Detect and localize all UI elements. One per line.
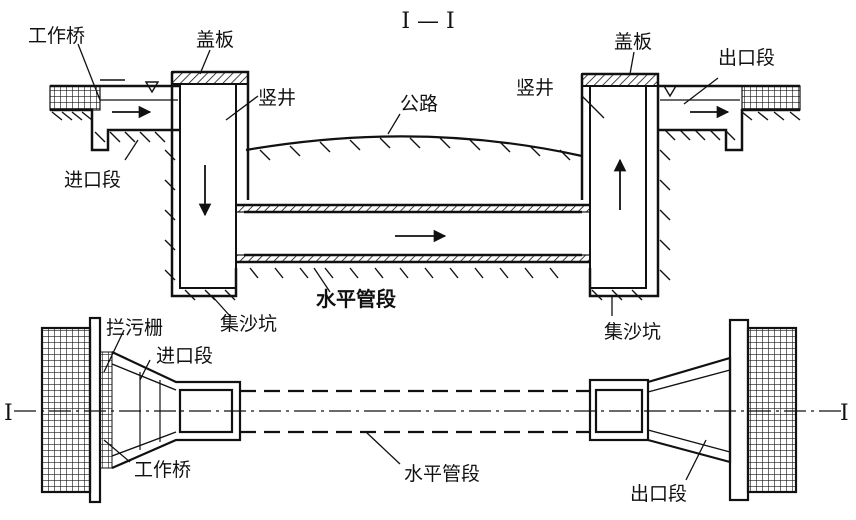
label-outlet-top: 出口段 [718,47,775,69]
plan-inlet-inner-walls [111,363,177,457]
label-horizontal-pipe-top: 水平管段 [316,287,396,311]
right-shaft-inner [589,85,647,289]
pipe-top-wall [235,204,591,213]
label-horizontal-pipe-plan: 水平管段 [404,463,480,485]
label-cover-plate-left: 盖板 [196,29,234,51]
plan-leader-lines [103,329,707,481]
label-inlet-top: 进口段 [64,169,121,191]
road-embankment [245,135,583,158]
plan-right-shaft-outer [588,378,650,442]
plan-outlet-grid-right [747,327,797,493]
section-view [49,43,801,317]
label-shaft-left: 竖井 [258,87,296,109]
left-cover-plate [171,71,249,85]
plan-outlet-wall [728,318,750,502]
left-shaft-inner [179,83,237,289]
plan-inlet-transition [111,351,242,470]
section-mark-right: I [840,401,849,426]
label-trash-rack: 拦污栅 [106,317,163,339]
section-title: I — I [401,9,454,34]
pipe-bottom-wall [235,254,591,263]
label-work-bridge-plan: 工作桥 [134,459,191,481]
plan-work-bridge [88,316,102,504]
plan-horizontal-pipe [240,389,590,434]
water-level-marker-left [144,81,160,94]
label-cover-plate-right: 盖板 [614,31,652,53]
label-road: 公路 [400,93,438,115]
right-cover-plate [581,73,659,87]
plan-outlet-inner-walls [647,369,731,453]
plan-inlet-grid-left [41,327,91,493]
outlet-grid-right [741,85,801,111]
label-outlet-plan: 出口段 [630,483,687,505]
label-inlet-plan: 进口段 [156,345,213,367]
plan-view [14,316,842,504]
section-leader-lines [77,43,719,317]
label-work-bridge-top: 工作桥 [28,25,85,47]
label-sand-pit-right: 集沙坑 [604,321,661,343]
water-level-marker-right [662,85,678,98]
section-mark-left: I [4,401,13,426]
horizontal-pipe [236,203,590,264]
label-sand-pit-left: 集沙坑 [220,313,277,335]
label-shaft-right: 竖井 [516,77,554,99]
plan-trash-rack [99,351,113,469]
inlet-grid-left [49,85,101,111]
